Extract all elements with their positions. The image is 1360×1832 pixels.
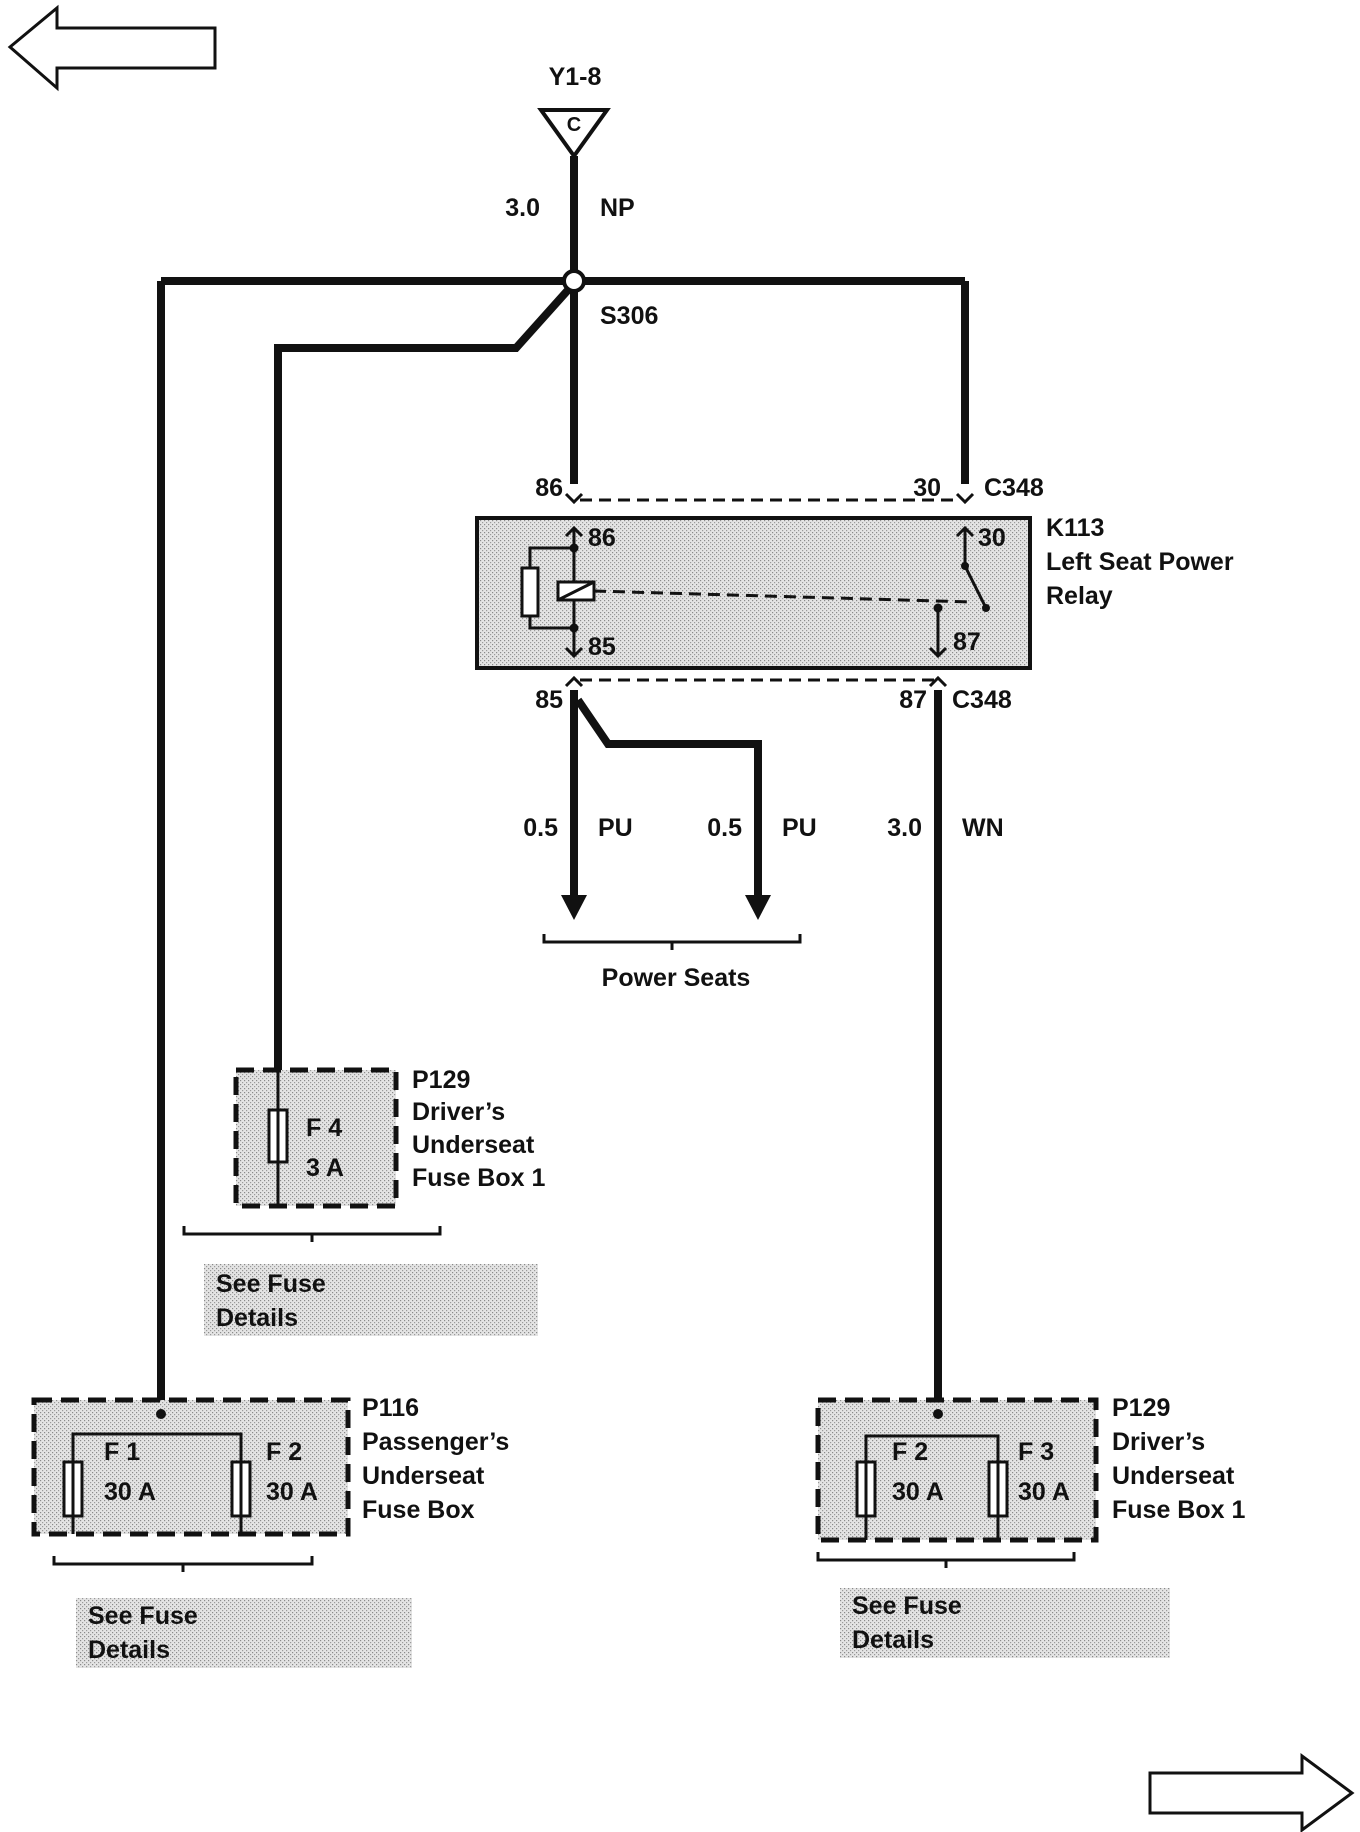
forward-arrow-icon[interactable]	[1148, 1753, 1355, 1832]
link-background	[840, 1588, 1170, 1658]
fuse-name-label: F 3	[1018, 1438, 1054, 1466]
p129-f4-feed-wire	[274, 287, 571, 1070]
wire-color-label: PU	[782, 814, 817, 842]
wire-color-label: PU	[598, 814, 633, 842]
see-fuse-details-link[interactable]: See Fuse Details	[76, 1598, 412, 1668]
relay-mechanical-link	[593, 589, 973, 604]
relay-pin-87-connector-label: 87	[899, 686, 927, 714]
see-fuse-details-line2: Details	[216, 1304, 298, 1332]
see-fuse-details-line1: See Fuse	[88, 1602, 198, 1630]
link-background	[76, 1598, 412, 1668]
fuse-details-bracket	[816, 1552, 1076, 1568]
power-seats-bracket	[542, 934, 802, 950]
fuse-rating-label: 3 A	[306, 1154, 344, 1182]
relay-pin30-arrow-icon	[955, 525, 975, 538]
splice-s306-icon	[562, 269, 586, 293]
pin85-contact-icon	[564, 675, 584, 688]
relay-switch-pivot-icon	[961, 562, 969, 570]
relay-pin-86-connector-label: 86	[535, 474, 563, 502]
splice-label: S306	[600, 302, 658, 330]
wire-arrow-down-icon	[561, 895, 587, 920]
fusebox-name-line2: Underseat	[1112, 1462, 1235, 1490]
relay-pin-85-label: 85	[588, 633, 616, 661]
fuse-rating-label: 30 A	[104, 1478, 156, 1506]
wire-color-label: WN	[962, 814, 1004, 842]
see-fuse-details-line2: Details	[88, 1636, 170, 1664]
fuse-name-label: F 2	[266, 1438, 302, 1466]
relay-name-line2: Relay	[1046, 582, 1113, 610]
fusebox-name-line3: Fuse Box	[362, 1496, 475, 1524]
fuse-name-label: F 2	[892, 1438, 928, 1466]
pin87-contact-icon	[928, 675, 948, 688]
connector-triangle-icon: C	[537, 108, 611, 160]
connector-pin-label: C	[567, 114, 581, 136]
fusebox-name-line3: Fuse Box 1	[1112, 1496, 1245, 1524]
feed-wire-size: 3.0	[505, 194, 540, 222]
relay-coil-icon	[520, 566, 540, 618]
link-background	[204, 1264, 538, 1336]
relay-pin-30-label: 30	[978, 524, 1006, 552]
see-fuse-details-line1: See Fuse	[216, 1270, 326, 1298]
fusebox-name-line2: Underseat	[362, 1462, 485, 1490]
back-arrow-icon[interactable]	[7, 4, 217, 92]
fusebox-name-line1: Passenger’s	[362, 1428, 509, 1456]
relay-pin-87-label: 87	[953, 628, 981, 656]
fuse-name-label: F 1	[104, 1438, 140, 1466]
see-fuse-details-line1: See Fuse	[852, 1592, 962, 1620]
fuse-details-bracket	[52, 1556, 314, 1572]
fusebox-id-label: P129	[1112, 1394, 1170, 1422]
relay-switch-end-icon	[982, 604, 990, 612]
relay-pin85-arrow-icon	[564, 646, 584, 659]
see-fuse-details-link[interactable]: See Fuse Details	[840, 1588, 1170, 1658]
fuse-details-bracket	[182, 1226, 442, 1242]
wire-size-label: 3.0	[887, 814, 922, 842]
power-seat-wire-2	[574, 697, 762, 898]
pin86-contact-icon	[564, 492, 584, 505]
fuse-rating-label: 30 A	[892, 1478, 944, 1506]
fuse-rating-label: 30 A	[266, 1478, 318, 1506]
relay-pin-30-connector-label: 30	[913, 474, 941, 502]
relay-name-line1: Left Seat Power	[1046, 548, 1234, 576]
wire-size-label: 0.5	[523, 814, 558, 842]
relay-id-label: K113	[1046, 514, 1104, 542]
see-fuse-details-line2: Details	[852, 1626, 934, 1654]
relay-connector-top-label: C348	[984, 474, 1044, 502]
power-seats-label: Power Seats	[602, 964, 751, 992]
fusebox-name-line1: Driver’s	[1112, 1428, 1205, 1456]
relay-pin87-arrow-icon	[928, 646, 948, 659]
relay-switch-contact	[963, 565, 988, 609]
wire-arrow-down-icon	[745, 895, 771, 920]
relay-pin-86-label: 86	[588, 524, 616, 552]
pin30-contact-icon	[955, 492, 975, 505]
fusebox-p116	[31, 1397, 351, 1537]
fusebox-p129-f4	[233, 1067, 399, 1209]
relay-pin86-arrow-icon	[564, 525, 584, 538]
fusebox-id-label: P129	[412, 1066, 470, 1094]
see-fuse-details-link[interactable]: See Fuse Details	[204, 1264, 538, 1336]
feed-wire-color: NP	[600, 194, 635, 222]
wire-size-label: 0.5	[707, 814, 742, 842]
fuse-rating-label: 30 A	[1018, 1478, 1070, 1506]
fusebox-node-icon	[156, 1409, 166, 1419]
fusebox-node-icon	[933, 1409, 943, 1419]
relay-armature-diagonal	[557, 580, 595, 602]
fusebox-name-line2: Underseat	[412, 1131, 535, 1159]
connector-id-label: Y1-8	[549, 63, 602, 91]
fuse-name-label: F 4	[306, 1114, 342, 1142]
fusebox-name-line1: Driver’s	[412, 1098, 505, 1126]
fusebox-name-line3: Fuse Box 1	[412, 1164, 545, 1192]
fusebox-id-label: P116	[362, 1394, 419, 1422]
relay-connector-bottom-label: C348	[952, 686, 1012, 714]
relay-pin-85-connector-label: 85	[535, 686, 563, 714]
